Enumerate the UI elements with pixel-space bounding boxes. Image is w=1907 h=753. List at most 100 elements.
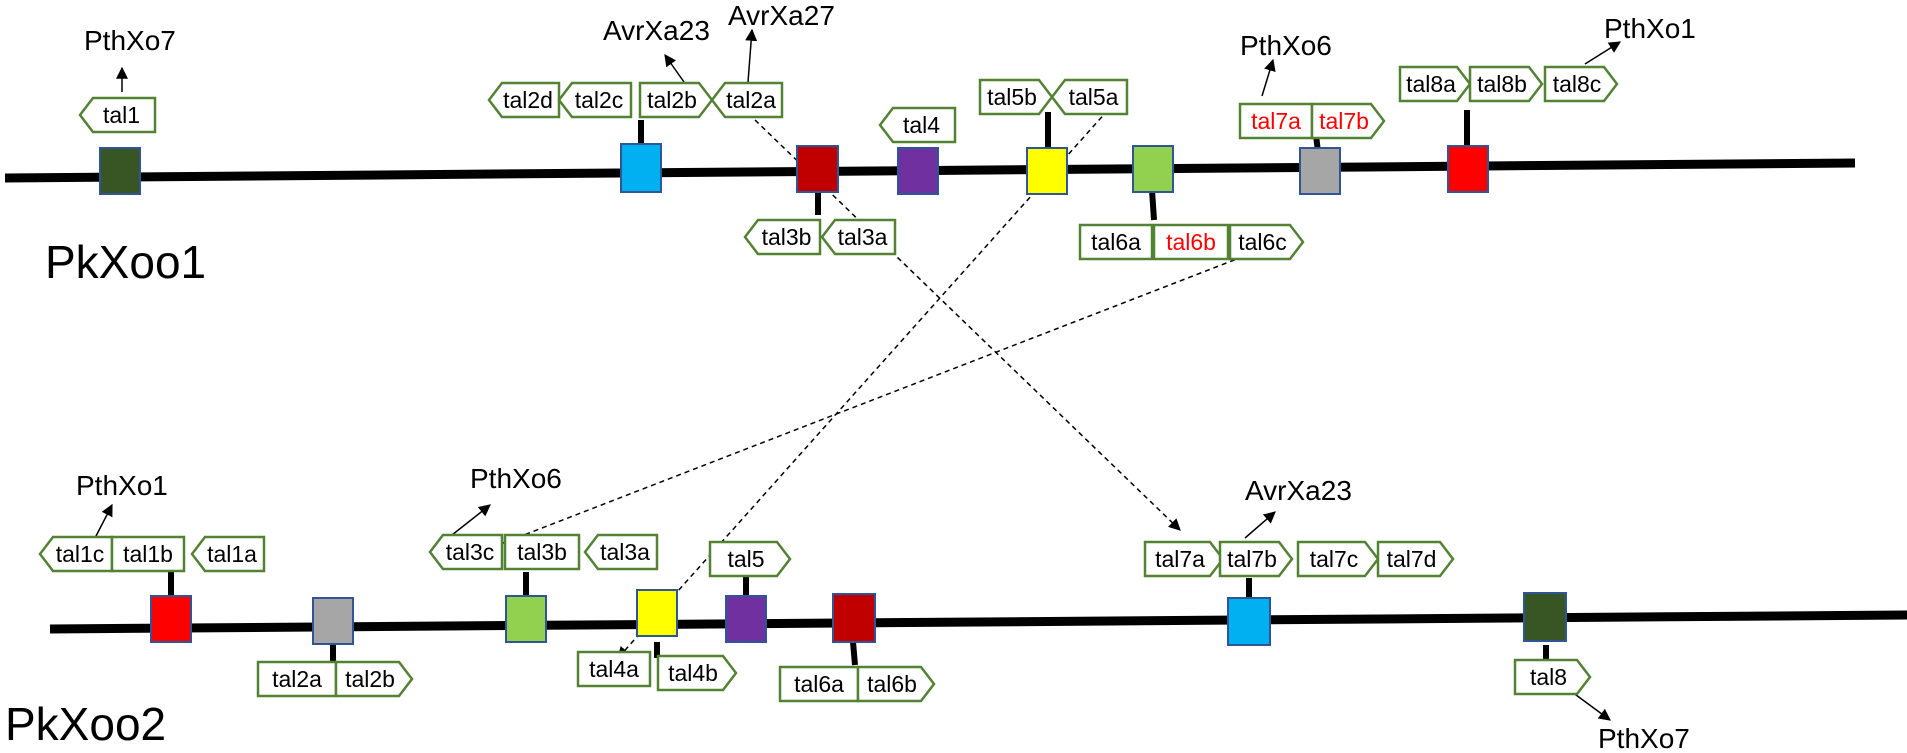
tal-tag-tal3b: tal3b	[503, 533, 581, 571]
cross-links	[478, 109, 1261, 659]
tal-tag-tal8b: tal8b	[1468, 65, 1544, 103]
tal-tag-tal2c: tal2c	[557, 81, 633, 119]
tal-tag-tal3b: tal3b	[743, 218, 822, 256]
tal-label: tal4	[903, 112, 940, 138]
tal-tag-tal3c: tal3c	[428, 533, 504, 571]
tal-tag-tal6c: tal6c	[1228, 223, 1305, 261]
tal-label: tal1c	[56, 541, 105, 567]
locus-box-1-7	[1299, 147, 1341, 195]
gene-arrow-avrxa23	[664, 54, 685, 83]
tal-tag-tal4: tal4	[878, 106, 957, 144]
locus-stems	[168, 110, 1549, 666]
tal-label: tal7c	[1310, 546, 1359, 572]
gene-arrow-pthxo6-2	[451, 504, 491, 536]
tal-tag-tal7c: tal7c	[1296, 540, 1380, 578]
tal-label: tal3c	[446, 539, 495, 565]
tal-label: tal3b	[762, 224, 812, 250]
tal-label: tal3b	[517, 539, 567, 565]
gene-arrow-avrxa27	[745, 28, 758, 83]
tal-label: tal5	[727, 546, 764, 572]
locus-box-2-8	[1523, 592, 1567, 642]
locus-box-1-6	[1132, 145, 1174, 193]
gene-arrow-pthxo6	[1261, 58, 1276, 97]
tal-tag-tal6a: tal6a	[778, 665, 860, 703]
tal-tag-tal5a: tal5a	[1050, 78, 1129, 116]
tal-label: tal7a	[1251, 108, 1301, 134]
tal-tag-tal2d: tal2d	[487, 81, 561, 119]
tal-tag-tal7a: tal7a	[1238, 102, 1314, 140]
tal-tag-tal1a: tal1a	[190, 535, 266, 573]
locus-box-2-6	[832, 593, 876, 643]
tal-tag-tal6a: tal6a	[1078, 223, 1154, 261]
locus-squares	[99, 143, 1567, 646]
locus-box-1-8	[1447, 145, 1489, 193]
tal-tag-tal2b: tal2b	[334, 660, 414, 698]
tal-tag-tal4b: tal4b	[656, 654, 738, 692]
tal-tag-tal4a: tal4a	[576, 650, 652, 688]
tal-tag-tal2b: tal2b	[638, 81, 714, 119]
tal-tag-tal5b: tal5b	[978, 78, 1054, 116]
tal-tag-tal3a: tal3a	[583, 533, 659, 571]
tal-tag-tal8c: tal8c	[1543, 65, 1619, 103]
tal-tag-tal7b: tal7b	[1218, 540, 1294, 578]
tal-label: tal4b	[668, 660, 718, 686]
gene-labels: PthXo7 AvrXa23 AvrXa27 PthXo6 PthXo1 Pth…	[76, 0, 1696, 753]
tal-label: tal6a	[794, 671, 844, 697]
tal-label: tal6b	[1166, 229, 1216, 255]
tal-label: tal5a	[1069, 84, 1119, 110]
tal-label: tal2a	[726, 87, 776, 113]
tal-label: tal6b	[867, 671, 917, 697]
gene-label-pthxo6: PthXo6	[1240, 30, 1332, 61]
locus-box-2-4	[636, 589, 678, 637]
tal-label: tal2b	[647, 87, 697, 113]
tal-label: tal1a	[207, 541, 257, 567]
tal-tags: tal1 tal2d tal2c tal2b tal2a tal3b tal3a tal4 ta…	[38, 65, 1619, 703]
locus-box-1-4	[897, 147, 939, 195]
tal-tag-tal5: tal5	[708, 540, 792, 578]
locus-box-2-3	[505, 595, 547, 643]
tal-label: tal7b	[1319, 108, 1369, 134]
gene-arrow-avrxa23-2	[1244, 511, 1276, 539]
tal-label: tal7a	[1155, 546, 1205, 572]
tal-tag-tal8a: tal8a	[1398, 65, 1472, 103]
link-tal6c-tal3c	[478, 249, 1261, 554]
tal-label: tal1	[103, 102, 140, 128]
locus-box-2-5	[725, 595, 767, 643]
tal-label: tal8	[1530, 664, 1567, 690]
tal-label: tal7d	[1387, 546, 1437, 572]
tal-label: tal8a	[1406, 71, 1456, 97]
gene-label-pthxo7-2: PthXo7	[1598, 723, 1690, 753]
genome-name-pkxoo2: PkXoo2	[5, 698, 166, 750]
locus-box-2-7	[1227, 597, 1271, 646]
tal-label: tal2a	[272, 666, 322, 692]
tal-tag-tal6b: tal6b	[856, 665, 936, 703]
tal-label: tal7b	[1227, 546, 1277, 572]
gene-label-pthxo1-2: PthXo1	[76, 470, 168, 501]
locus-box-1-1	[99, 147, 141, 195]
gene-arrow-pthxo1-2	[94, 503, 113, 539]
tal-tag-tal7b: tal7b	[1310, 102, 1386, 140]
tal-tag-tal7d: tal7d	[1376, 540, 1455, 578]
tal-tag-tal6b: tal6b	[1152, 223, 1230, 261]
gene-label-avrxa27: AvrXa27	[728, 0, 835, 31]
gene-arrow-pthxo7-2	[1571, 691, 1611, 721]
tal-label: tal8b	[1477, 71, 1527, 97]
tal-label: tal5b	[987, 84, 1037, 110]
gene-label-pthxo1: PthXo1	[1604, 13, 1696, 44]
tal-tag-tal2a: tal2a	[710, 81, 784, 119]
tal-label: tal1b	[123, 541, 173, 567]
gene-label-avrxa23-2: AvrXa23	[1245, 475, 1352, 506]
tal-label: tal2c	[575, 87, 624, 113]
locus-box-2-1	[150, 595, 192, 643]
genome-name-pkxoo1: PkXoo1	[45, 236, 206, 288]
tal-tag-tal8: tal8	[1513, 658, 1592, 696]
gene-label-avrxa23: AvrXa23	[603, 15, 710, 46]
tal-label: tal2d	[503, 87, 553, 113]
tal-tag-tal3a: tal3a	[820, 218, 897, 256]
tal-label: tal6c	[1238, 229, 1287, 255]
tal-tag-tal7a: tal7a	[1143, 540, 1225, 578]
locus-box-1-2	[620, 143, 662, 193]
locus-box-2-2	[312, 597, 354, 645]
tal-label: tal3a	[838, 224, 888, 250]
